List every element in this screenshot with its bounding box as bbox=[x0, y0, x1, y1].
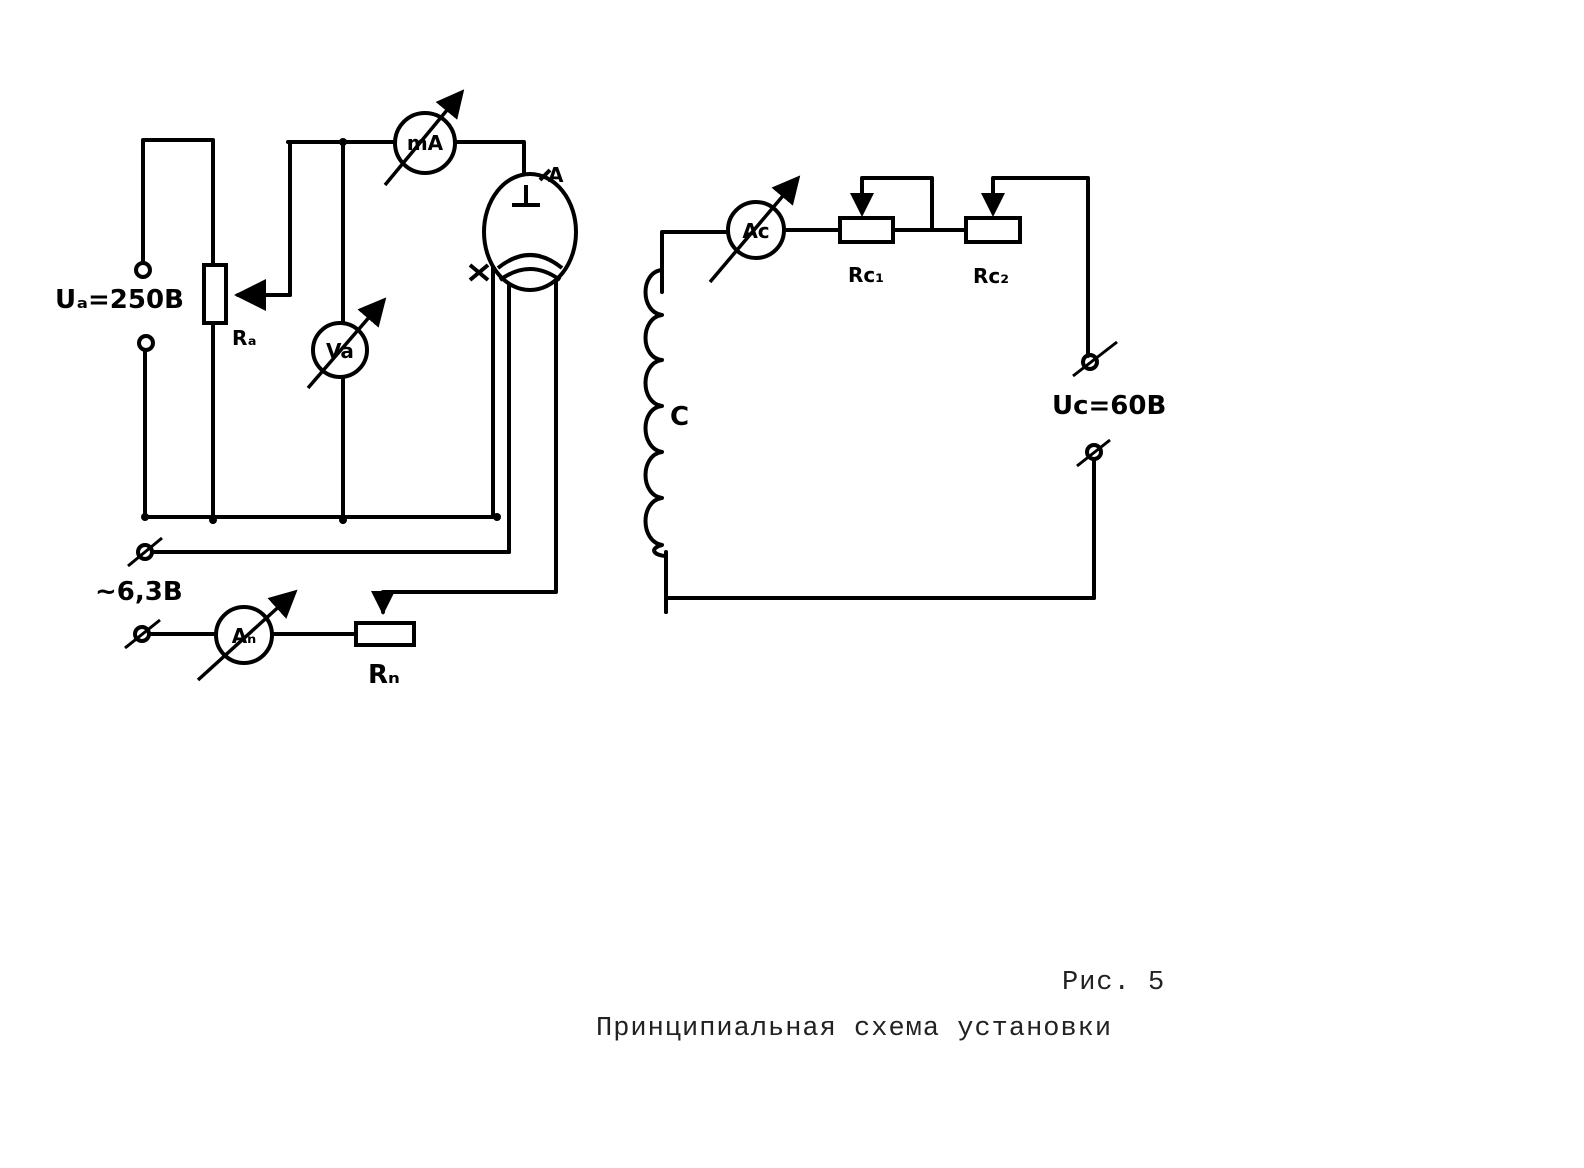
filament-ammeter-label: Aₙ bbox=[232, 624, 257, 648]
wire-solenoid-top bbox=[660, 230, 730, 294]
label-filament-voltage: ~6,3В bbox=[95, 577, 183, 607]
wire-anode-top bbox=[141, 138, 215, 267]
svg-text:A: A bbox=[548, 163, 564, 187]
terminal-anode-plus bbox=[134, 261, 152, 279]
label-solenoid-resistor-1: Rc₁ bbox=[848, 263, 884, 287]
solenoid-coil-icon bbox=[643, 268, 668, 558]
filament-resistor bbox=[354, 621, 416, 647]
solenoid-resistor-2 bbox=[964, 216, 1022, 244]
figure-number: Рис. 5 bbox=[1062, 968, 1166, 998]
label-anode-resistor: Rₐ bbox=[232, 326, 257, 350]
wire-solenoid-bottom bbox=[664, 596, 1096, 614]
vacuum-tube-icon bbox=[468, 168, 578, 292]
label-anode-voltage: Uₐ=250В bbox=[55, 285, 184, 315]
terminals bbox=[133, 261, 1103, 643]
solenoid-resistor-1 bbox=[838, 216, 895, 244]
milliammeter-icon bbox=[393, 111, 457, 175]
figure-caption: Принципиальная схема установки bbox=[596, 1014, 1113, 1044]
label-solenoid: C bbox=[670, 402, 689, 432]
label-solenoid-resistor-2: Rc₂ bbox=[973, 264, 1009, 288]
label-filament-resistor: Rₙ bbox=[368, 660, 400, 690]
terminal-anode-minus bbox=[137, 334, 155, 352]
label-solenoid-voltage: Uс=60В bbox=[1052, 391, 1166, 421]
solenoid-ammeter-label: Aс bbox=[742, 219, 769, 243]
anode-resistor bbox=[202, 263, 228, 325]
milliammeter-label: mA bbox=[407, 131, 444, 155]
anode-voltmeter-label: Va bbox=[326, 339, 354, 363]
